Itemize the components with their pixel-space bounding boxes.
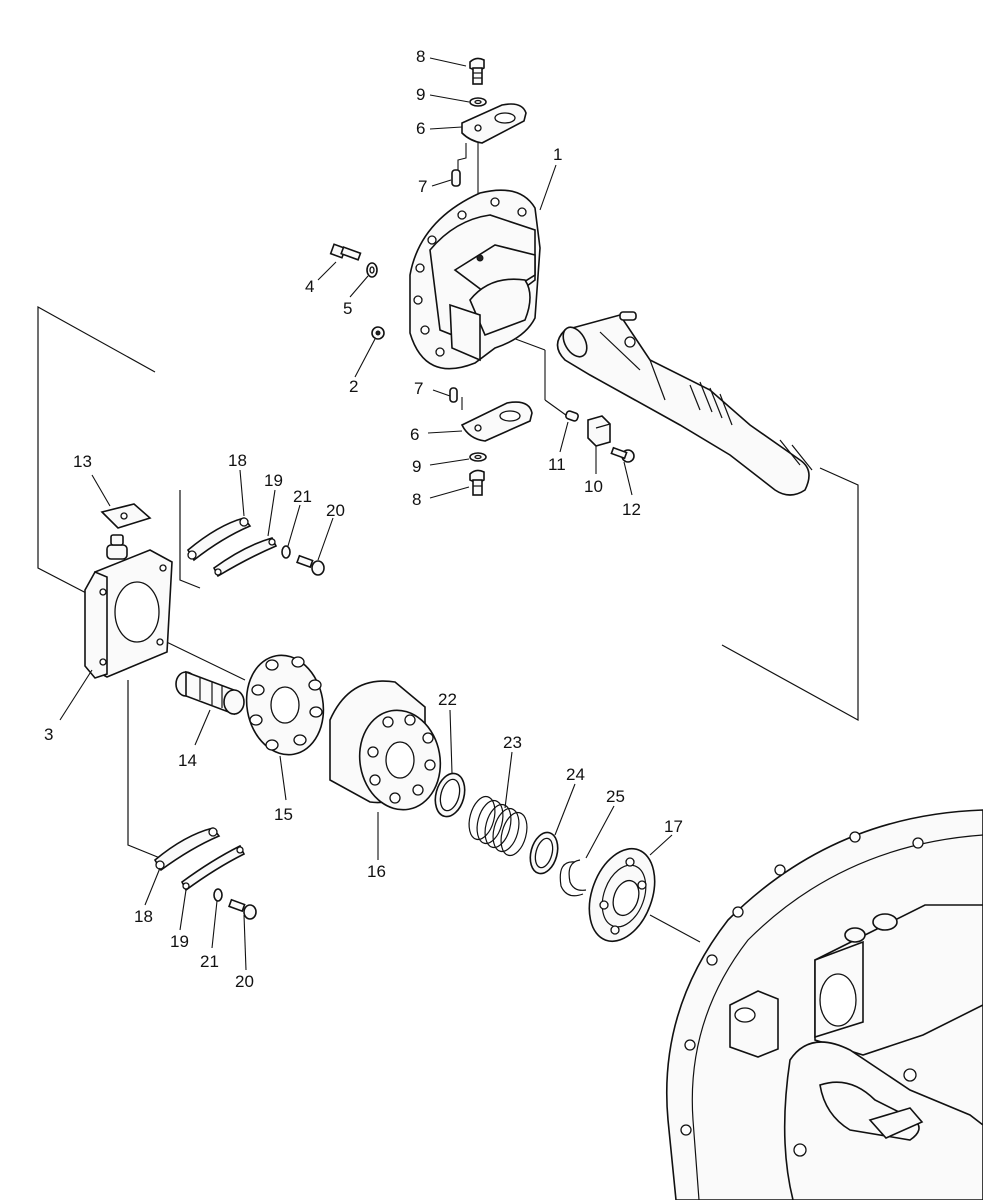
part-19-link-lower [180, 844, 246, 892]
part-17-retainer-plate [588, 847, 656, 943]
callout-11: 11 [548, 455, 566, 474]
part-7-pin-bottom [449, 387, 458, 403]
callout-1: 1 [553, 145, 562, 164]
part-4-bolt [329, 243, 362, 261]
part-16-cylinder-block [329, 680, 442, 811]
callout-8-top: 8 [416, 47, 425, 66]
callout-21-bottom: 21 [200, 952, 219, 971]
drive-shaft [556, 311, 813, 496]
part-11-pin [565, 410, 579, 422]
callout-17: 17 [664, 817, 683, 836]
part-25-snap-ring [559, 859, 587, 897]
part-9-washer-top [469, 97, 487, 107]
part-18-shoe-upper [186, 517, 252, 562]
callout-8-bottom: 8 [412, 490, 421, 509]
callout-16: 16 [367, 862, 386, 881]
callout-24: 24 [566, 765, 585, 784]
part-6-plate-top [461, 103, 527, 144]
part-24-seat [529, 831, 559, 875]
part-12-screw [610, 446, 635, 463]
callout-20-top: 20 [326, 501, 345, 520]
part-18-shoe-lower [153, 827, 221, 872]
part-15-valve-plate [245, 654, 325, 756]
part-5-washer [366, 262, 378, 278]
part-3-end-cover [84, 534, 173, 679]
callout-6-bottom: 6 [410, 425, 419, 444]
part-22-ring [434, 772, 466, 818]
callout-18-bottom: 18 [134, 907, 153, 926]
callout-10: 10 [584, 477, 603, 496]
callout-12: 12 [622, 500, 641, 519]
flywheel-housing [665, 809, 983, 1200]
part-8-bolt-bottom [469, 469, 485, 496]
callout-13: 13 [73, 452, 92, 471]
callout-18-top: 18 [228, 451, 247, 470]
part-1-housing [409, 189, 541, 370]
part-8-bolt-top [469, 57, 485, 85]
callout-labels: 8 9 6 7 1 4 5 2 7 6 9 8 11 10 12 13 18 1… [44, 47, 683, 991]
callout-6-top: 6 [416, 119, 425, 138]
part-14-spool [175, 670, 245, 716]
part-20-screw-upper [296, 554, 325, 576]
callout-9-top: 9 [416, 85, 425, 104]
assembly-frame-lines [37, 305, 859, 859]
callout-19-top: 19 [264, 471, 283, 490]
callout-7-bottom: 7 [414, 379, 423, 398]
part-2-plug [371, 326, 385, 340]
callout-25: 25 [606, 787, 625, 806]
callout-15: 15 [274, 805, 293, 824]
callout-4: 4 [305, 277, 314, 296]
callout-3: 3 [44, 725, 53, 744]
callout-23: 23 [503, 733, 522, 752]
callout-22: 22 [438, 690, 457, 709]
callout-leaders [59, 57, 673, 971]
part-21-washer-lower [213, 888, 223, 902]
part-10-block [587, 415, 611, 447]
callout-2: 2 [349, 377, 358, 396]
callout-21-top: 21 [293, 487, 312, 506]
part-23-spring [468, 795, 528, 857]
part-19-link-upper [212, 537, 278, 578]
part-20-screw-lower [228, 898, 257, 920]
callout-20-bottom: 20 [235, 972, 254, 991]
callout-7-top: 7 [418, 177, 427, 196]
callout-5: 5 [343, 299, 352, 318]
callout-14: 14 [178, 751, 197, 770]
callout-9-bottom: 9 [412, 457, 421, 476]
part-13-tab [100, 503, 152, 529]
part-9-washer-bottom [469, 452, 487, 462]
part-7-pin-top [451, 143, 467, 187]
part-6-plate-bottom [460, 401, 533, 442]
part-21-washer-upper [281, 545, 291, 559]
callout-19-bottom: 19 [170, 932, 189, 951]
